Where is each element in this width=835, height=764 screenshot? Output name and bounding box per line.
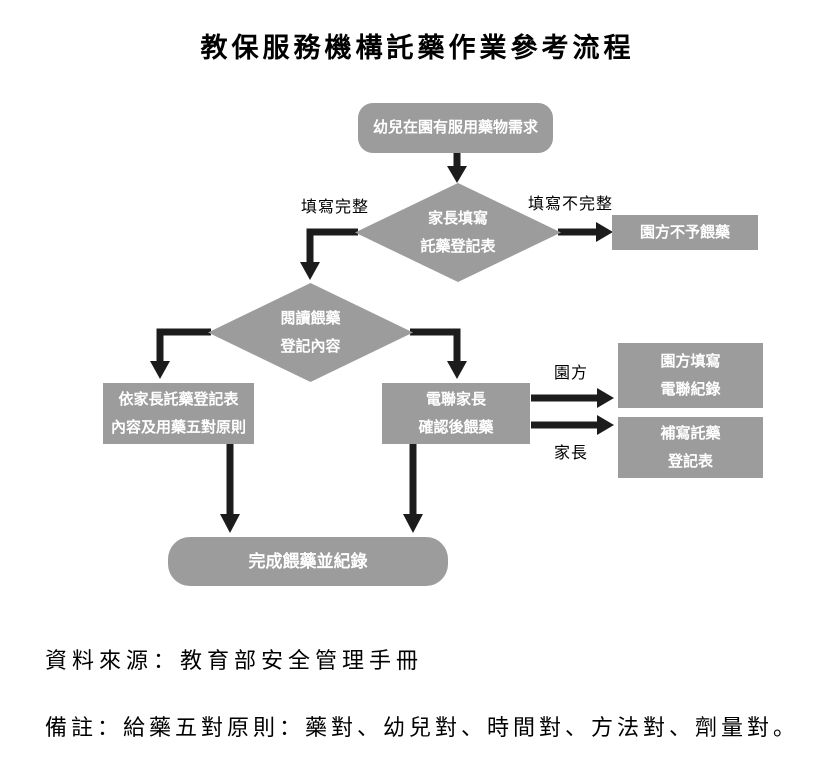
connector-decision2-to-five-rights — [150, 328, 211, 379]
source-text: 資料來源：教育部安全管理手冊 — [45, 648, 424, 673]
connector-call-to-parent-rewrite — [531, 415, 614, 435]
node-call-parent: 電聯家長 確認後餵藥 — [382, 383, 530, 444]
connector-decision1-to-decision2 — [300, 228, 358, 280]
node-school-record: 園方填寫 電聯紀錄 — [618, 343, 763, 408]
page-title: 教保服務機構託藥作業參考流程 — [200, 33, 635, 63]
node-decision2-line1: 閱讀餵藥 — [280, 309, 341, 327]
edge-label-incomplete-fill: 填寫不完整 — [528, 196, 614, 213]
node-five-rights-line1: 依家長託藥登記表 — [118, 390, 239, 408]
node-complete: 完成餵藥並紀錄 — [168, 537, 448, 586]
node-decision1-line2: 託藥登記表 — [420, 237, 496, 255]
node-start-label: 幼兒在園有服用藥物需求 — [372, 119, 538, 137]
connector-call-to-school-record — [531, 388, 614, 408]
node-complete-label: 完成餵藥並紀錄 — [248, 551, 368, 571]
node-decision-parent-form: 家長填寫 託藥登記表 — [355, 183, 561, 282]
connector-call-parent-to-complete — [403, 444, 423, 533]
node-parent-rewrite: 補寫託藥 登記表 — [618, 417, 763, 478]
node-decision-read: 閱讀餵藥 登記內容 — [208, 283, 413, 382]
note-text: 備註：給藥五對原則：藥對、幼兒對、時間對、方法對、劑量對。 — [45, 715, 800, 740]
node-parent-rewrite-line2: 登記表 — [667, 452, 713, 470]
node-five-rights: 依家長託藥登記表 內容及用藥五對原則 — [103, 383, 254, 444]
node-call-parent-line2: 確認後餵藥 — [418, 418, 494, 436]
node-no-feed-label: 園方不予餵藥 — [639, 223, 730, 241]
node-decision1-line1: 家長填寫 — [427, 209, 488, 227]
edge-label-complete-fill: 填寫完整 — [301, 199, 370, 216]
connector-five-rights-to-complete — [220, 444, 240, 533]
node-school-record-line1: 園方填寫 — [660, 352, 721, 370]
node-school-record-line2: 電聯紀錄 — [660, 380, 721, 398]
node-no-feed: 園方不予餵藥 — [612, 215, 758, 250]
connector-start-to-decision1 — [447, 150, 467, 183]
edge-label-school: 園方 — [554, 365, 589, 382]
node-start: 幼兒在園有服用藥物需求 — [358, 103, 553, 153]
node-parent-rewrite-line1: 補寫託藥 — [660, 424, 721, 442]
node-decision2-line2: 登記內容 — [280, 337, 341, 355]
edge-label-parent: 家長 — [554, 445, 589, 462]
connector-decision2-to-call-parent — [410, 328, 467, 379]
node-five-rights-line2: 內容及用藥五對原則 — [110, 418, 246, 436]
node-call-parent-line1: 電聯家長 — [425, 390, 486, 408]
connector-decision1-to-nofeed — [558, 222, 613, 242]
